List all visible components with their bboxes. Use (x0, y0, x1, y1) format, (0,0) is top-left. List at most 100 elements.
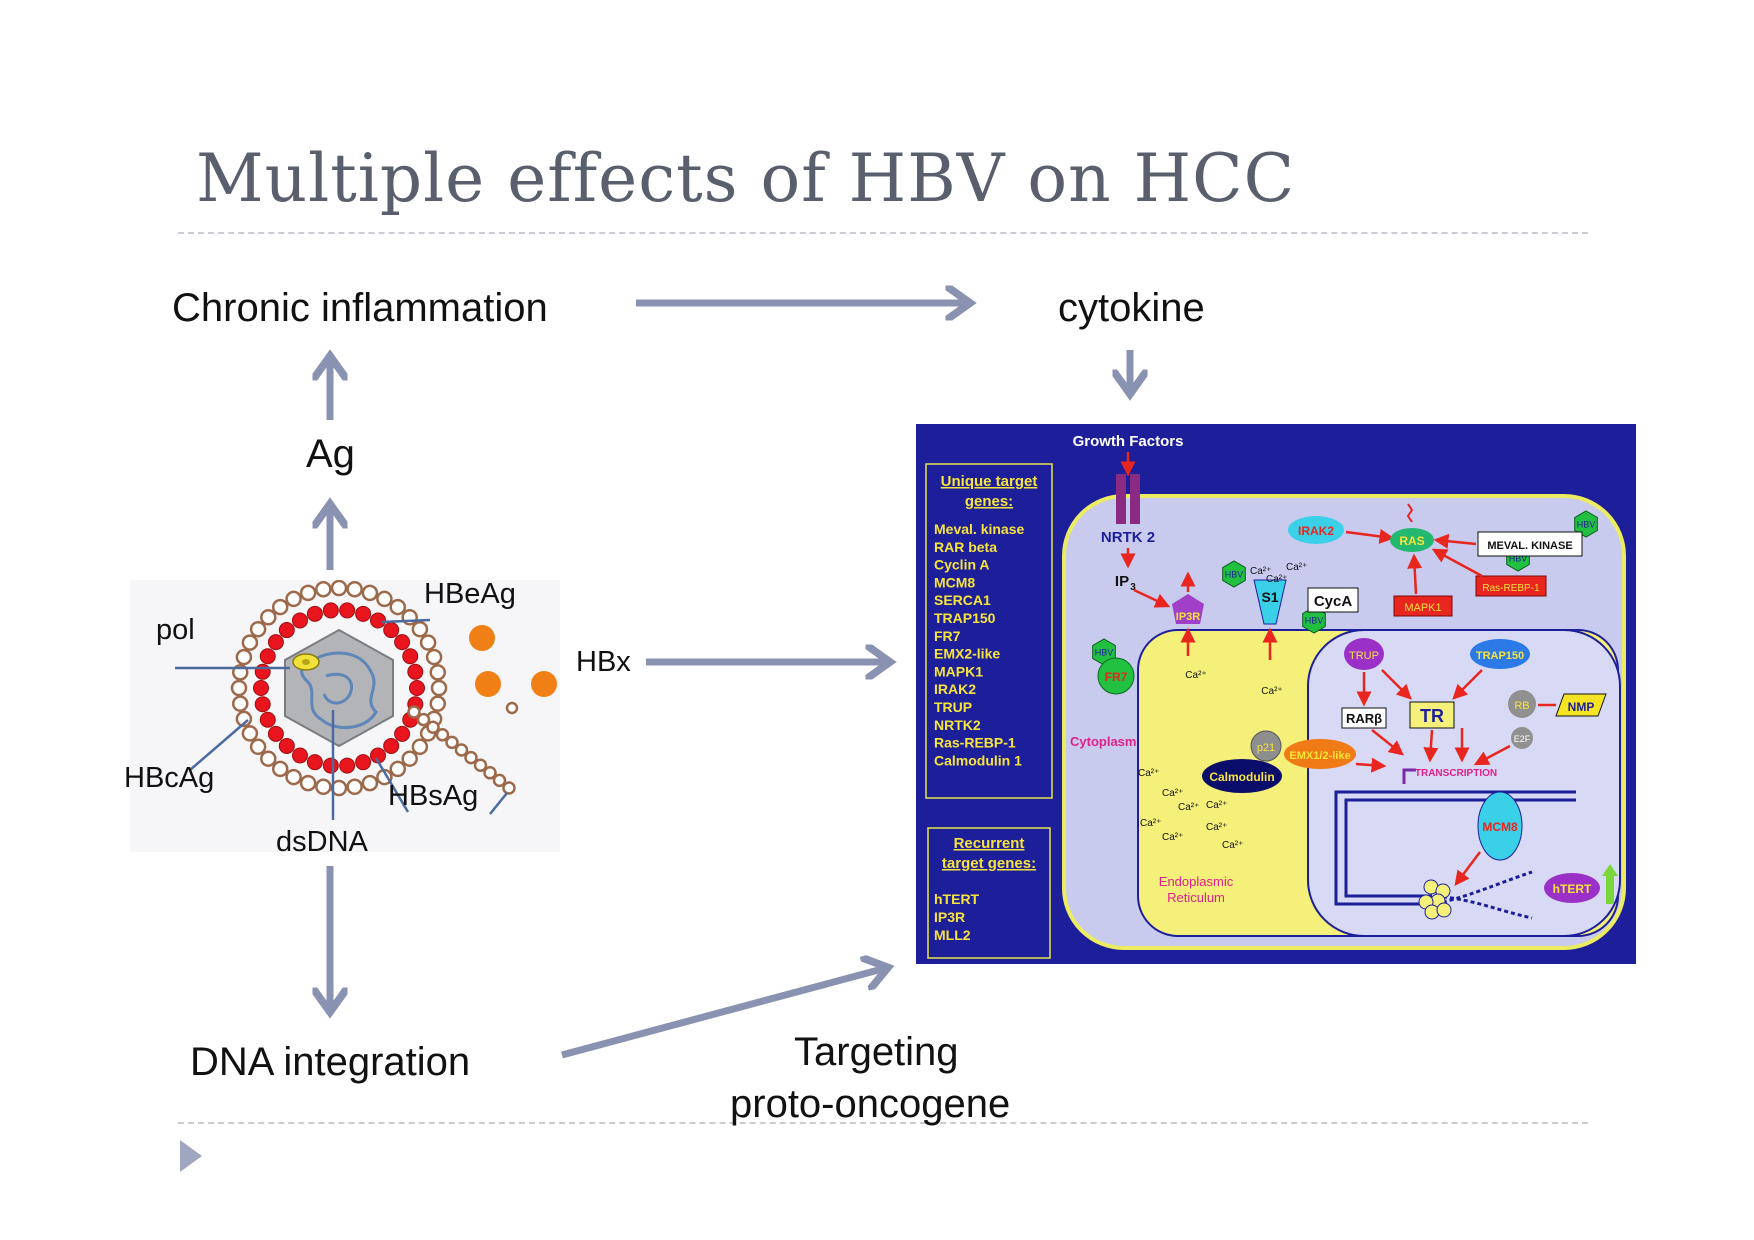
hbv-badge-label: HBV (1509, 554, 1528, 564)
filament-bead (464, 750, 478, 765)
label-hbcag: HBcAg (124, 762, 215, 794)
filament-bead (445, 735, 459, 750)
capsid-bead (407, 663, 424, 680)
capsid-bead (259, 711, 276, 728)
capsid-bead (383, 737, 400, 754)
trap150-label: TRAP150 (1476, 650, 1524, 662)
label-dsdna: dsDNA (276, 826, 368, 858)
hbv-badge (1222, 560, 1246, 588)
recurrent-title-1: Recurrent (954, 835, 1025, 852)
p21-node (1250, 730, 1282, 762)
capsid-bead (306, 754, 323, 771)
capsid-bead (292, 612, 308, 629)
capsid-bead (322, 602, 339, 619)
e2f-node (1511, 727, 1533, 749)
nmp-label: NMP (1568, 700, 1595, 714)
envelope-bead (285, 590, 302, 608)
hbv-badge-label: HBV (1305, 616, 1324, 626)
capsid-bead (254, 696, 271, 713)
filament-bead (492, 773, 507, 788)
capsid-bead (259, 648, 276, 665)
envelope-bead (411, 620, 429, 638)
recurrent-gene-item: hTERT (934, 891, 980, 907)
envelope-bead (376, 590, 393, 608)
capsid-bead (306, 605, 323, 622)
unique-gene-item: TRAP150 (934, 610, 996, 626)
nrtk2-receptor-right (1130, 474, 1140, 524)
er-label-1: Endoplasmic (1159, 874, 1234, 889)
unique-gene-item: Meval. kinase (934, 521, 1024, 537)
hbsag-filament (407, 705, 516, 795)
growth-factors: Growth Factors (1073, 433, 1184, 450)
label-pol: pol (156, 614, 195, 646)
slide-bullet-arrow-icon (180, 1140, 202, 1172)
recurrent-gene-item: IP3R (934, 909, 965, 925)
calmodulin-node (1202, 759, 1282, 793)
virion-envelope (230, 580, 448, 797)
envelope-bead (235, 648, 253, 666)
envelope-bead (249, 738, 267, 756)
virion-dsdna-coil (300, 651, 378, 730)
label-cytokine: cytokine (1058, 286, 1205, 330)
hbeag-particles (469, 625, 557, 697)
ca-ip3r: Ca²⁺ (1185, 670, 1206, 681)
envelope-bead (361, 774, 379, 792)
label-hbeag: HBeAg (424, 578, 516, 610)
unique-gene-item: MCM8 (934, 574, 975, 590)
envelope-bead (241, 725, 259, 742)
label-hbsag: HBsAg (388, 780, 479, 812)
e2f-label: E2F (1514, 734, 1531, 744)
mcm8-label: MCM8 (1482, 820, 1518, 834)
recurrent-genes-list: hTERT IP3R MLL2 (934, 891, 980, 943)
label-proto-oncogene: proto-oncogene (730, 1082, 1011, 1126)
trap150-node (1470, 639, 1530, 669)
ca-top-1: Ca²⁺ (1250, 566, 1271, 577)
pointer-hbsag-filament (489, 792, 508, 815)
unique-gene-item: Cyclin A (934, 557, 990, 573)
envelope-bead (271, 598, 289, 616)
title-divider (178, 232, 1588, 234)
emx-label: EMX1/2-like (1289, 750, 1350, 762)
capsid-bead (394, 634, 411, 651)
envelope-bead (249, 620, 267, 638)
capsid-bead (409, 680, 425, 696)
envelope-bead (231, 695, 249, 712)
ca-ion: Ca²⁺ (1178, 802, 1199, 813)
capsid-bead (355, 754, 372, 771)
helicase-complex (1418, 879, 1452, 920)
envelope-bead (299, 774, 317, 792)
capsid-bead (355, 605, 372, 622)
envelope-bead (425, 648, 443, 666)
fr7-node (1097, 657, 1135, 695)
ca-ion: Ca²⁺ (1222, 840, 1243, 851)
ras-node (1390, 528, 1434, 552)
label-chronic-inflammation: Chronic inflammation (172, 286, 548, 330)
p21-label: p21 (1257, 742, 1275, 754)
capsid-bead (278, 737, 295, 754)
irak2-label: IRAK2 (1298, 524, 1334, 538)
capsid-bead (383, 622, 400, 639)
hbv-badge-label: HBV (1095, 648, 1114, 658)
capsid-bead (394, 725, 411, 742)
label-hbx: HBx (576, 646, 631, 678)
ca-ion: Ca²⁺ (1138, 768, 1159, 779)
ca-ion: Ca²⁺ (1206, 800, 1227, 811)
filament-bead (435, 728, 450, 742)
ca-ion: Ca²⁺ (1162, 832, 1183, 843)
cytoplasm-label: Cytoplasm (1070, 734, 1136, 749)
filament-bead (473, 758, 488, 772)
footer-divider (178, 1122, 1588, 1124)
transcription-start (1402, 768, 1416, 784)
s1-channel (1253, 579, 1287, 625)
hbv-badge-label: HBV (1577, 520, 1596, 530)
ip3-label: IP (1115, 573, 1129, 590)
rarb-label: RARβ (1346, 711, 1382, 726)
recurrent-gene-item: MLL2 (934, 927, 971, 943)
label-dna-integration: DNA integration (190, 1040, 471, 1084)
unique-gene-item: RAR beta (934, 539, 997, 555)
unique-title-2: genes: (965, 493, 1013, 510)
envelope-bead (401, 750, 418, 767)
capsid-bead (402, 648, 419, 665)
envelope-bead (235, 710, 253, 728)
